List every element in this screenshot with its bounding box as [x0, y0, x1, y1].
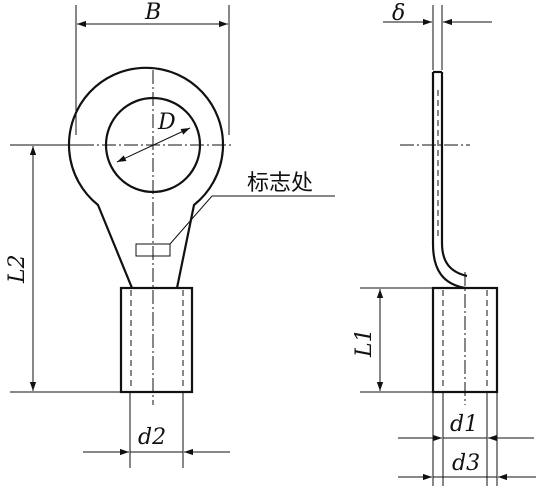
label-d2: d2 [138, 425, 166, 450]
label-L1: L1 [352, 328, 377, 358]
D-dimension-line [116, 127, 191, 163]
label-d3: d3 [452, 451, 480, 476]
plate-left-edge [431, 72, 466, 290]
ring-outer-contour [67, 66, 225, 289]
label-d1: d1 [450, 412, 478, 437]
side-view: δ L1 d1 d3 [352, 1, 536, 486]
front-view: B D 标志处 L2 d2 [5, 0, 335, 468]
label-B: B [144, 0, 161, 25]
label-delta: δ [392, 1, 405, 26]
label-D: D [157, 110, 176, 135]
barrel-rect [119, 286, 194, 394]
marking-leader [169, 195, 335, 245]
label-L2: L2 [5, 254, 30, 284]
label-marking: 标志处 [247, 171, 313, 196]
plate-right-edge [440, 72, 468, 278]
